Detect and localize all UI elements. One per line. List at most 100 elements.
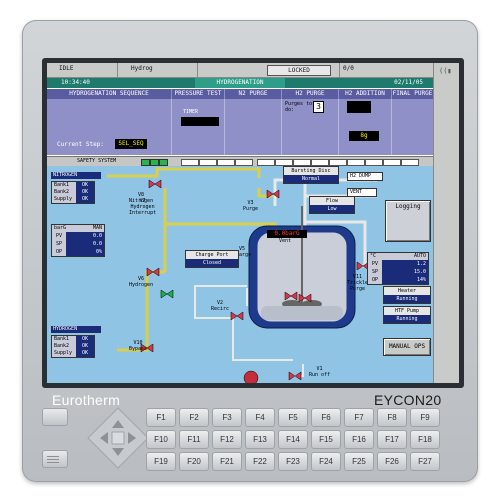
right-side-panel: ((▮: [433, 63, 459, 383]
valve-v5-label[interactable]: V5 Charge: [233, 246, 252, 258]
key-f9[interactable]: F9: [410, 408, 440, 427]
safety-slot-9: [329, 159, 347, 166]
sequence-panel: HYDROGENATION SEQUENCE PRESSURE TEST N2 …: [47, 89, 433, 155]
safety-led-3: [159, 159, 168, 166]
safety-strip: SAFETY SYSTEM: [47, 156, 433, 167]
valve-v1-label[interactable]: V1 Run off: [309, 366, 331, 378]
function-keypad: F1 F2 F3 F4 F5 F6 F7 F8 F9 F10 F11 F12 F…: [146, 408, 464, 474]
key-f10[interactable]: F10: [146, 430, 176, 449]
current-step-value[interactable]: SEL_SEQ: [115, 139, 147, 149]
side-key-top[interactable]: [42, 408, 68, 426]
key-f21[interactable]: F21: [212, 452, 242, 471]
safety-slot-3: [217, 159, 235, 166]
valve-v10-label[interactable]: V10 Bypass: [129, 340, 148, 352]
valve-v2-label[interactable]: V2 Recirc: [211, 300, 230, 312]
safety-slot-11: [365, 159, 383, 166]
htf-pump-panel[interactable]: HTF Pump Running: [383, 306, 431, 324]
seq-header-h2-addition[interactable]: H2 ADDITION: [339, 89, 392, 99]
lock-indicator[interactable]: LOCKED: [267, 65, 331, 76]
safety-slot-12: [383, 159, 401, 166]
valve-v7-label[interactable]: V7 Hydrogen Interrupt: [129, 198, 157, 216]
key-f7[interactable]: F7: [344, 408, 374, 427]
key-f16[interactable]: F16: [344, 430, 374, 449]
safety-slot-13: [401, 159, 419, 166]
valve-v8-label[interactable]: V8 Nitrogen: [129, 192, 154, 204]
key-f17[interactable]: F17: [377, 430, 407, 449]
key-f20[interactable]: F20: [179, 452, 209, 471]
brand-logo: Eurotherm: [52, 392, 121, 408]
status-state: IDLE: [59, 65, 74, 72]
key-f27[interactable]: F27: [410, 452, 440, 471]
key-f15[interactable]: F15: [311, 430, 341, 449]
safety-slot-6: [275, 159, 293, 166]
key-f12[interactable]: F12: [212, 430, 242, 449]
direction-pad-icon: [87, 407, 149, 469]
purges-value[interactable]: 3: [313, 101, 324, 113]
key-f22[interactable]: F22: [245, 452, 275, 471]
key-f14[interactable]: F14: [278, 430, 308, 449]
status-bar: IDLE Hydrog LOCKED 0/0: [47, 63, 459, 78]
model-name: EYCON20: [374, 392, 442, 408]
key-f18[interactable]: F18: [410, 430, 440, 449]
key-f11[interactable]: F11: [179, 430, 209, 449]
seq-header-final-purge[interactable]: FINAL PURGE: [392, 89, 433, 99]
safety-slot-2: [199, 159, 217, 166]
page-title: HYDROGENATION: [195, 78, 285, 88]
reactor-pressure-readout[interactable]: 0.0barG: [267, 230, 307, 238]
charge-port-panel[interactable]: Charge Port Closed: [185, 250, 239, 268]
key-f6[interactable]: F6: [311, 408, 341, 427]
safety-system-label: SAFETY SYSTEM: [77, 158, 117, 164]
manual-ops-label: MANUAL OPS: [388, 343, 426, 350]
timer-display: [181, 117, 219, 126]
seq-header-hydrogenation[interactable]: HYDROGENATION SEQUENCE: [47, 89, 172, 99]
safety-slot-10: [347, 159, 365, 166]
key-f5[interactable]: F5: [278, 408, 308, 427]
seq-header-h2-purge[interactable]: H2 PURGE: [282, 89, 339, 99]
seq-header-n2-purge[interactable]: N2 PURGE: [225, 89, 282, 99]
timer-label: TIMER: [183, 109, 199, 115]
key-f23[interactable]: F23: [278, 452, 308, 471]
safety-slot-8: [311, 159, 329, 166]
manual-ops-button[interactable]: MANUAL OPS: [383, 338, 431, 356]
key-f8[interactable]: F8: [377, 408, 407, 427]
h2-dump-label: H2 DUMP: [347, 172, 383, 181]
touch-screen[interactable]: IDLE Hydrog LOCKED 0/0 ((▮ 10:34:40 HYDR…: [47, 63, 459, 383]
key-f3[interactable]: F3: [212, 408, 242, 427]
side-key-bottom[interactable]: [42, 450, 68, 468]
seq-header-pressure-test[interactable]: PRESSURE TEST: [172, 89, 225, 99]
vent-label: VENT: [347, 188, 377, 197]
valve-v11-label[interactable]: V11 Trickle Purge: [347, 274, 369, 292]
hmi-device: IDLE Hydrog LOCKED 0/0 ((▮ 10:34:40 HYDR…: [22, 20, 478, 482]
valve-v3-label[interactable]: V3 Purge: [243, 200, 259, 212]
nitrogen-label: NITROGEN: [51, 172, 101, 179]
valve-v6-label[interactable]: V6 Hydrogen: [129, 276, 154, 288]
safety-slot-5: [257, 159, 275, 166]
logging-button[interactable]: Logging: [385, 200, 431, 242]
navigation-pad[interactable]: [82, 404, 154, 476]
key-f25[interactable]: F25: [344, 452, 374, 471]
h2-addition-value[interactable]: 8g: [349, 131, 379, 141]
key-f2[interactable]: F2: [179, 408, 209, 427]
title-bar: 10:34:40 HYDROGENATION 02/11/05: [47, 78, 433, 88]
heater-panel[interactable]: Heater Running: [383, 286, 431, 304]
key-f13[interactable]: F13: [245, 430, 275, 449]
key-f24[interactable]: F24: [311, 452, 341, 471]
key-f4[interactable]: F4: [245, 408, 275, 427]
h2-addition-display: [347, 101, 371, 113]
key-f1[interactable]: F1: [146, 408, 176, 427]
safety-slot-7: [293, 159, 311, 166]
key-f26[interactable]: F26: [377, 452, 407, 471]
hydrogen-label: HYDROGEN: [51, 326, 101, 333]
key-f19[interactable]: F19: [146, 452, 176, 471]
flow-panel[interactable]: Flow Low: [309, 196, 355, 214]
current-step-label: Current Step:: [57, 141, 104, 148]
bursting-disc-panel[interactable]: Bursting Disc Normal: [283, 166, 339, 184]
safety-led-1: [141, 159, 150, 166]
current-date: 02/11/05: [394, 79, 423, 86]
purges-label: Purges to do:: [285, 101, 313, 113]
safety-slot-4: [235, 159, 253, 166]
